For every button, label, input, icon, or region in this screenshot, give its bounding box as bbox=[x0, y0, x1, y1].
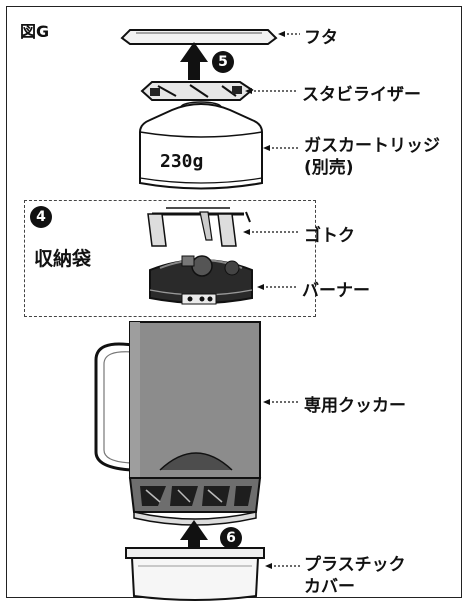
cooker-part bbox=[94, 321, 262, 526]
step-5-badge: 5 bbox=[212, 51, 234, 73]
burner-label: バーナー bbox=[302, 281, 370, 301]
gas-cartridge-label-line2: (別売) bbox=[304, 158, 354, 178]
gas-cartridge-label-line1: ガスカートリッジ bbox=[304, 136, 440, 156]
stabilizer-label: スタビライザー bbox=[302, 85, 421, 105]
cooker-label: 専用クッカー bbox=[304, 396, 406, 416]
stabilizer-part bbox=[140, 81, 254, 101]
leader-arrowheads bbox=[243, 31, 285, 569]
figure-label: 図G bbox=[20, 22, 50, 41]
pot-support-label: ゴトク bbox=[304, 226, 355, 246]
step-6-badge: 6 bbox=[220, 527, 242, 549]
plastic-cover-label: プラスチック カバー bbox=[304, 554, 406, 598]
plastic-cover-label-line1: プラスチック bbox=[304, 555, 406, 575]
step-4-badge: 4 bbox=[30, 206, 52, 228]
can-weight-label: 230g bbox=[160, 151, 204, 172]
leader-lines bbox=[248, 33, 300, 567]
gas-cartridge-label: ガスカートリッジ (別売) bbox=[304, 135, 440, 179]
plastic-cover-label-line2: カバー bbox=[304, 577, 355, 597]
arrow-up-icon bbox=[180, 42, 208, 80]
plastic-cover-part bbox=[125, 547, 265, 601]
lid-label: フタ bbox=[304, 28, 338, 48]
storage-bag-group bbox=[24, 200, 316, 317]
storage-bag-label: 収納袋 bbox=[34, 248, 92, 270]
gas-cartridge-part bbox=[139, 101, 263, 190]
lid-part bbox=[120, 29, 278, 45]
pot-support-part bbox=[147, 207, 251, 247]
burner-part bbox=[149, 255, 253, 305]
